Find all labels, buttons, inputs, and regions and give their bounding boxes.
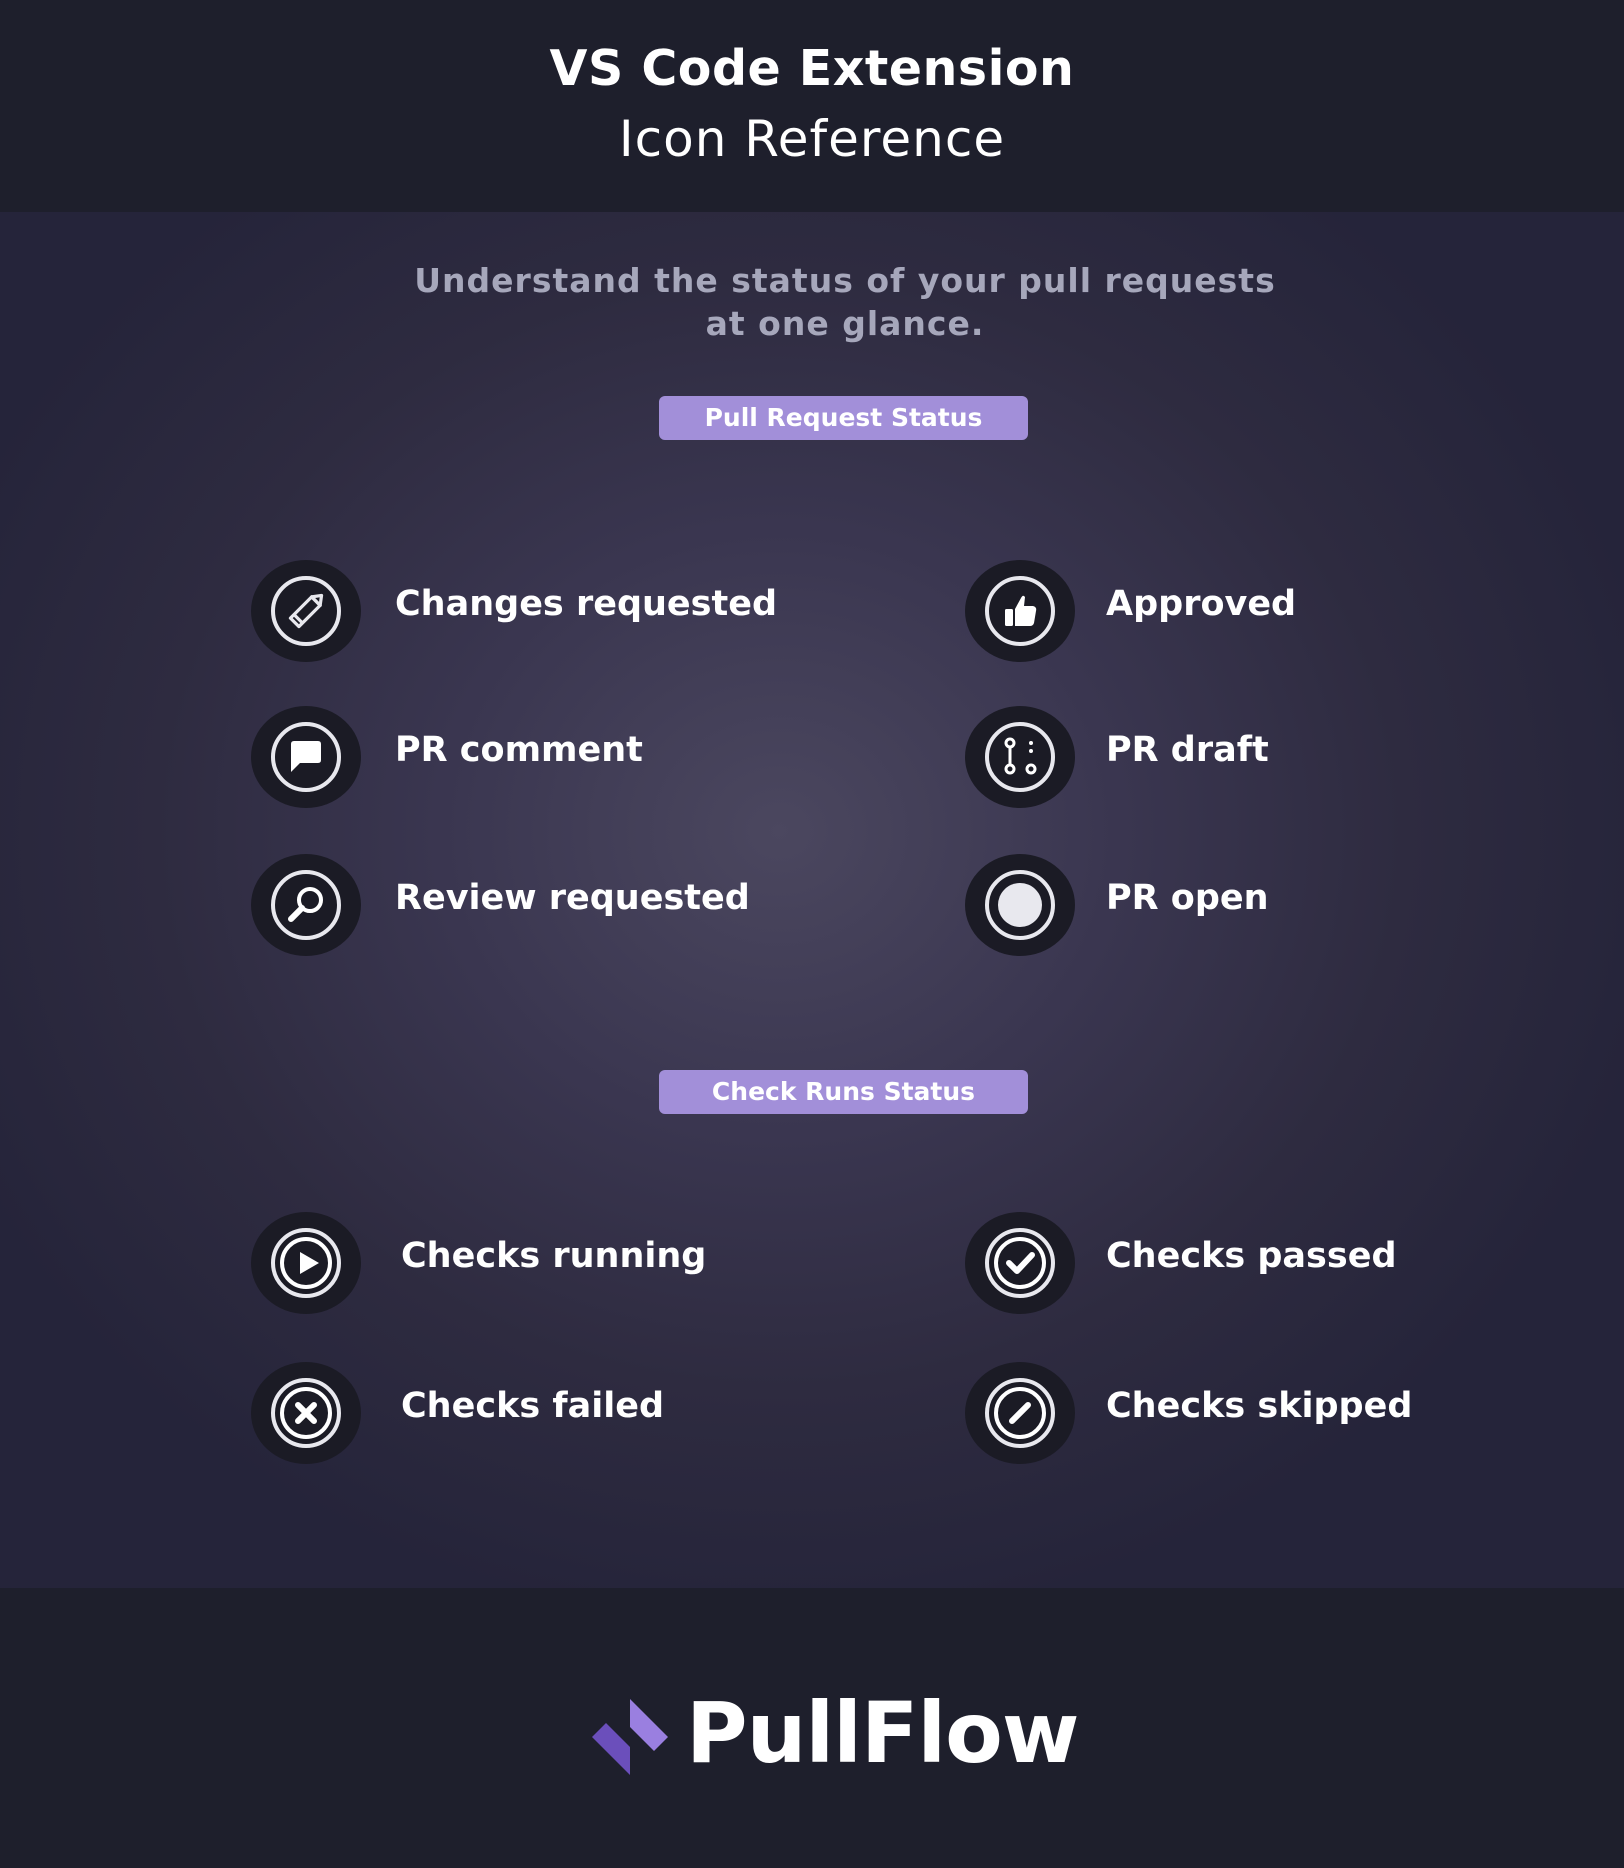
magnifier-icon (251, 854, 361, 956)
pencil-icon (251, 560, 361, 662)
item-label: Checks skipped (1106, 1386, 1413, 1426)
comment-icon (251, 706, 361, 808)
item-label: PR open (1106, 878, 1269, 918)
section-heading-pull-request-status: Pull Request Status (659, 396, 1028, 440)
item-label: Checks passed (1106, 1236, 1397, 1276)
item-label: Review requested (395, 878, 750, 918)
item-label: PR draft (1106, 730, 1269, 770)
item-label: Approved (1106, 584, 1297, 624)
header: VS Code Extension Icon Reference (0, 0, 1624, 212)
page-subtitle: Icon Reference (618, 110, 1006, 168)
page-title: VS Code Extension (549, 40, 1075, 97)
git-pull-request-draft-icon (965, 706, 1075, 808)
item-label: Checks running (401, 1236, 707, 1276)
x-icon (251, 1362, 361, 1464)
play-icon (251, 1212, 361, 1314)
thumbs-up-icon (965, 560, 1075, 662)
tagline: Understand the status of your pull reque… (414, 261, 1276, 343)
pullflow-logo-icon (592, 1699, 668, 1775)
footer: PullFlow (0, 1588, 1624, 1868)
content-panel: Understand the status of your pull reque… (0, 212, 1624, 1588)
slash-icon (965, 1362, 1075, 1464)
section-heading-check-runs-status: Check Runs Status (659, 1070, 1028, 1114)
brand-name: PullFlow (686, 1684, 1079, 1782)
item-label: PR comment (395, 730, 643, 770)
item-label: Checks failed (401, 1386, 665, 1426)
checkmark-icon (965, 1212, 1075, 1314)
item-label: Changes requested (395, 584, 778, 624)
filled-circle-icon (965, 854, 1075, 956)
